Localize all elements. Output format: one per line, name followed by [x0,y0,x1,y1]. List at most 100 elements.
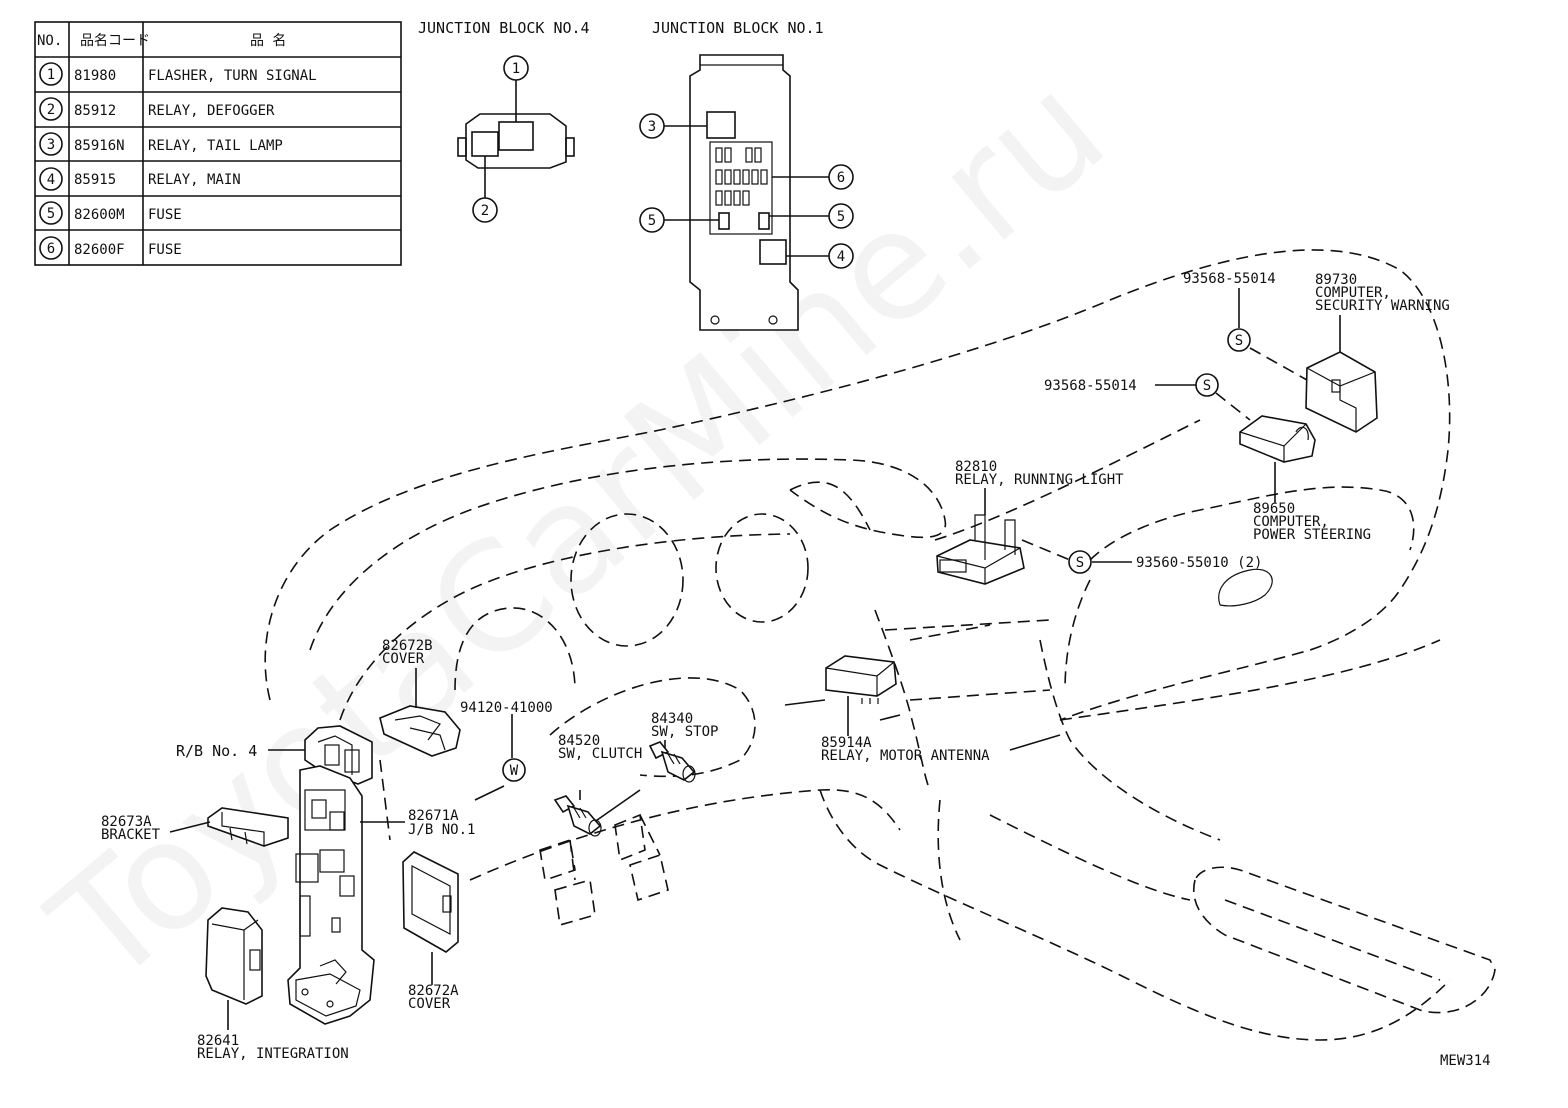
relay-running-light [936,514,1025,585]
label-89650-line2: POWER STEERING [1253,527,1371,543]
symbol-letter: W [510,763,519,779]
row-number: 5 [47,206,55,222]
symbol-circle [1227,328,1251,352]
gauge-right [715,513,809,623]
callout-number: 5 [648,213,656,229]
label-89730-line2: SECURITY WARNING [1315,298,1450,314]
table-row: 5 82600M FUSE [39,201,182,225]
label-84520-name: SW, CLUTCH [558,746,642,762]
clutch-pedal [554,878,596,927]
label-82673a-name: BRACKET [101,827,161,843]
relay-motor-antenna [825,655,897,704]
junction-block-4: JUNCTION BLOCK NO.4 1 2 [418,19,590,223]
label-89650-line1: COMPUTER, [1253,514,1329,530]
row-name: FUSE [148,207,182,223]
symbol-circle [502,758,526,782]
row-number: 4 [47,172,55,188]
label-82641-name: RELAY, INTEGRATION [197,1046,349,1062]
parts-table: NO. 品名コード 品 名 1 81980 FLASHER, TURN SIGN… [34,21,402,266]
junction-block-no1-part [287,765,375,1025]
table-row: 2 85912 RELAY, DEFOGGER [39,97,275,121]
label-85914a-name: RELAY, MOTOR ANTENNA [821,748,990,764]
label-93560: 93560-55010 (2) [1136,555,1262,571]
row-number: 2 [47,102,55,118]
row-name: FLASHER, TURN SIGNAL [148,68,317,84]
label-84340-name: SW, STOP [651,724,718,740]
table-header-name: 品 名 [250,33,286,49]
row-number-circle [39,236,63,260]
symbol-circle [1195,373,1219,397]
table-border [34,21,402,266]
label-82672b-code: 82672B [382,638,433,654]
jb1-relay-4 [759,239,787,265]
jb1-relay-3 [706,111,736,139]
label-82810-code: 82810 [955,459,997,475]
symbol-s-3: S [1068,550,1092,574]
symbol-letter: S [1076,555,1084,571]
callout-circle [472,197,498,223]
row-code: 85912 [74,103,116,119]
label-82672b-name: COVER [382,651,425,667]
symbol-circle [1068,550,1092,574]
label-93568-a: 93568-55014 [1183,271,1276,287]
callout-number: 5 [837,209,845,225]
callout-circle [639,207,665,233]
jb1-body [689,54,799,331]
callout-number: 4 [837,249,845,265]
label-82673a-code: 82673A [101,814,152,830]
symbol-letter: S [1235,333,1243,349]
row-name: RELAY, MAIN [148,172,241,188]
switch-stop [648,741,696,783]
callout-circle [503,55,529,81]
symbol-letter: S [1203,378,1211,394]
row-code: 82600F [74,242,125,258]
table-row: 3 85916N RELAY, TAIL LAMP [39,132,283,156]
watermark: ToyotaCarMine.ru [21,42,1137,1018]
label-82671a-name: J/B NO.1 [408,822,475,838]
brake-pedal [629,853,669,902]
gauge-left [570,513,684,647]
callout-number: 3 [648,119,656,135]
row-code: 82600M [74,207,125,223]
label-93568-b: 93568-55014 [1044,378,1137,394]
callout-number: 2 [481,203,489,219]
jb1-title: JUNCTION BLOCK NO.1 [652,19,824,37]
row-number-circle [39,167,63,191]
label-84340-code: 84340 [651,711,693,727]
table-row: 6 82600F FUSE [39,236,182,260]
row-number-circle [39,132,63,156]
jb1-fuse-5b [758,212,770,230]
symbol-w: W [502,758,526,782]
row-number: 1 [47,67,55,83]
label-82641-code: 82641 [197,1033,239,1049]
label-89730-line1: COMPUTER, [1315,285,1391,301]
symbol-s-1: S [1227,328,1251,352]
label-85914a-code: 85914A [821,735,872,751]
table-row: 4 85915 RELAY, MAIN [39,167,241,191]
row-number-circle [39,201,63,225]
label-rb4: R/B No. 4 [176,742,257,760]
part-labels: 93568-55014 89730 COMPUTER, SECURITY WAR… [101,271,1491,1069]
label-82810-name: RELAY, RUNNING LIGHT [955,472,1124,488]
switch-clutch [553,795,602,837]
label-89650-code: 89650 [1253,501,1295,517]
callout-number: 6 [837,170,845,186]
jb1-fuse-5a [718,212,730,230]
jb4-body [465,113,567,169]
row-number-circle [39,62,63,86]
row-code: 81980 [74,68,116,84]
row-number: 6 [47,241,55,257]
callout-circle [828,243,854,269]
junction-block-1: JUNCTION BLOCK NO.1 3 6 5 5 [639,19,854,331]
label-82672a-code: 82672A [408,983,459,999]
bracket-82673a [207,807,289,847]
console-lid [1193,866,1496,1014]
jb1-fuse-panel [709,141,773,235]
leader-lines [169,288,1341,1030]
row-code: 85916N [74,138,125,154]
label-82672a-name: COVER [408,996,451,1012]
callout-circle [828,203,854,229]
computer-security-warning [1305,351,1378,433]
